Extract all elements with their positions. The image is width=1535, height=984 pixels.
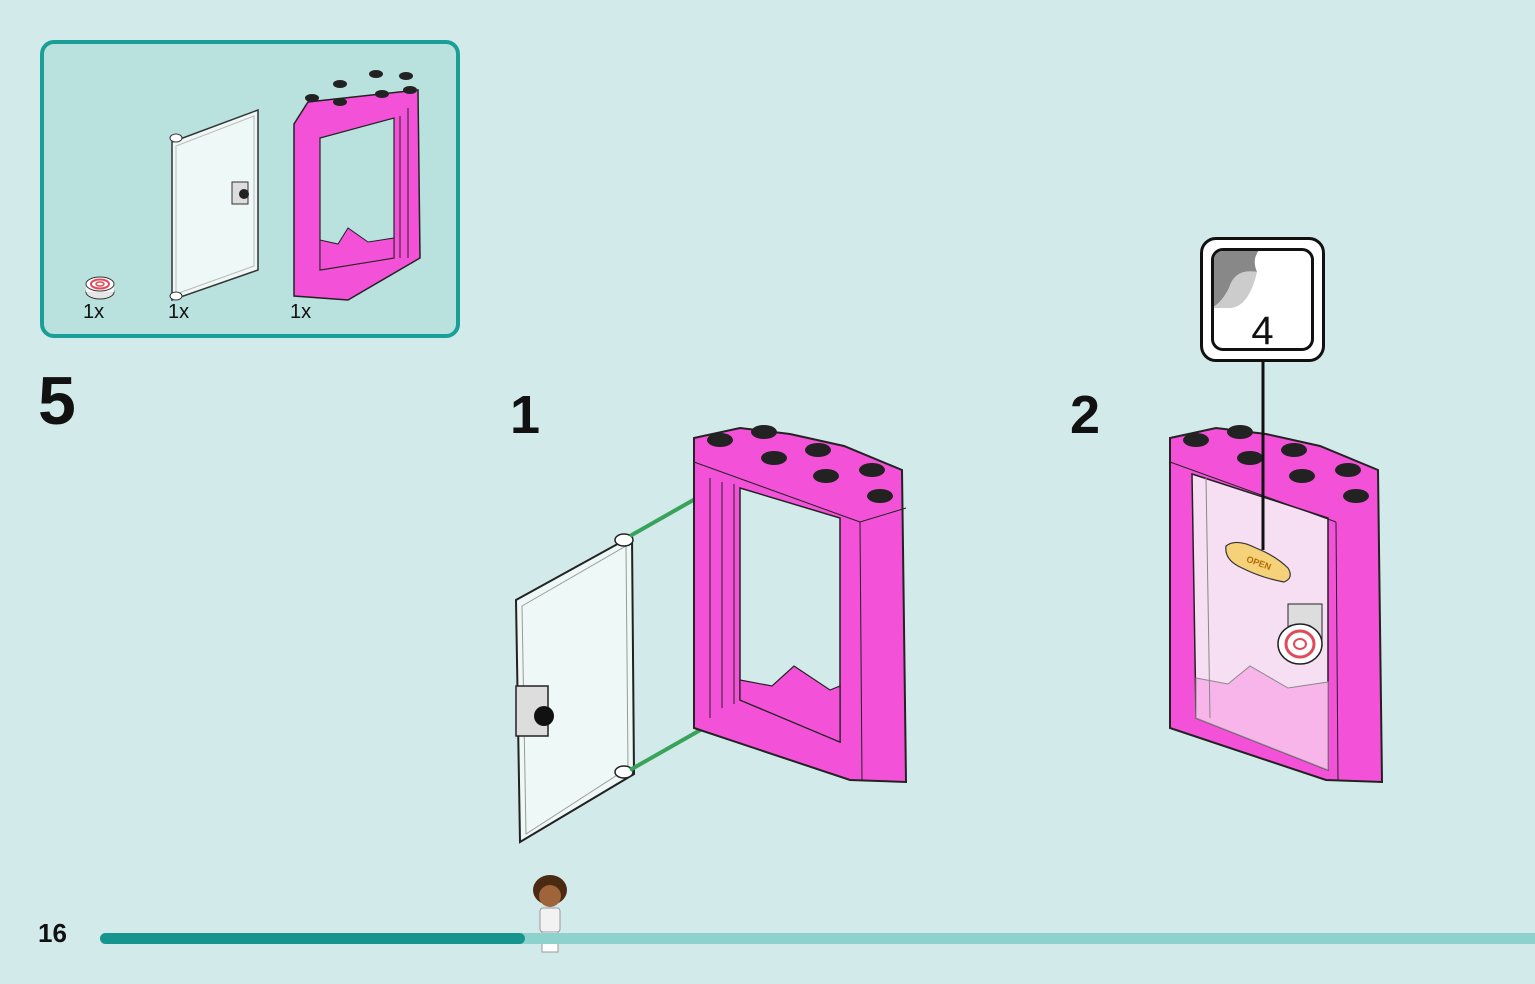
step-number: 5	[38, 363, 76, 439]
assembled-door-illustration	[1169, 425, 1384, 784]
parts-list-box: 1x 1x 1x	[40, 40, 460, 338]
part-qty: 1x	[168, 301, 190, 323]
sticker-callout-box: 4	[1200, 237, 1325, 362]
pink-door-frame-illustration	[693, 425, 908, 784]
door-panel-illustration	[514, 533, 636, 844]
sticker-sheet-number: 4	[1251, 309, 1274, 351]
part-qty: 1x	[83, 301, 105, 323]
progress-track	[100, 933, 1535, 944]
progress-bar-fill	[100, 933, 525, 944]
pink-door-frame-icon	[293, 70, 421, 301]
sticker-sheet-icon: 4	[1211, 248, 1314, 351]
swirl-tile-icon	[85, 276, 115, 300]
door-panel-icon	[169, 108, 259, 302]
substep-number: 1	[510, 385, 541, 445]
part-qty: 1x	[290, 301, 312, 323]
substep-number: 2	[1070, 385, 1101, 445]
page-number: 16	[38, 918, 67, 948]
callout-line	[1261, 360, 1265, 550]
